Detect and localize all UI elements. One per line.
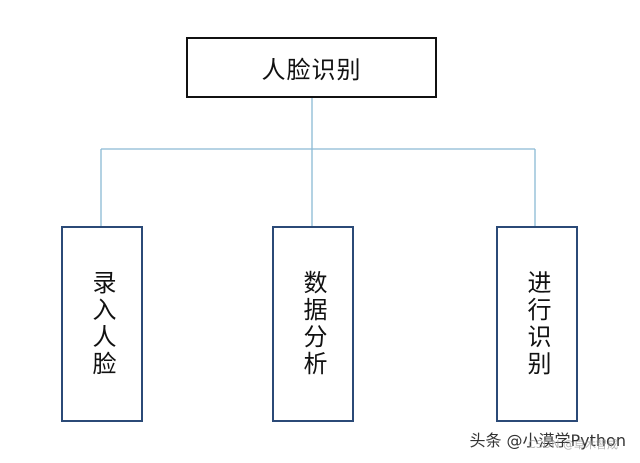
child-node-analysis: 数据分析 [272,226,354,422]
child-node-recognize: 进行识别 [496,226,578,422]
child-node-label: 数据分析 [299,270,327,378]
watermark: 头条 @小漠学Python CSDN @卓木智成 [469,427,626,451]
watermark-sub-text: CSDN @卓木智成 [528,438,618,451]
root-node: 人脸识别 [186,37,437,98]
child-node-label: 录入人脸 [88,270,116,378]
child-node-label: 进行识别 [523,270,551,378]
child-node-enroll: 录入人脸 [61,226,143,422]
root-node-label: 人脸识别 [261,56,362,84]
watermark-main-text: 头条 @小漠学Python [469,431,626,450]
